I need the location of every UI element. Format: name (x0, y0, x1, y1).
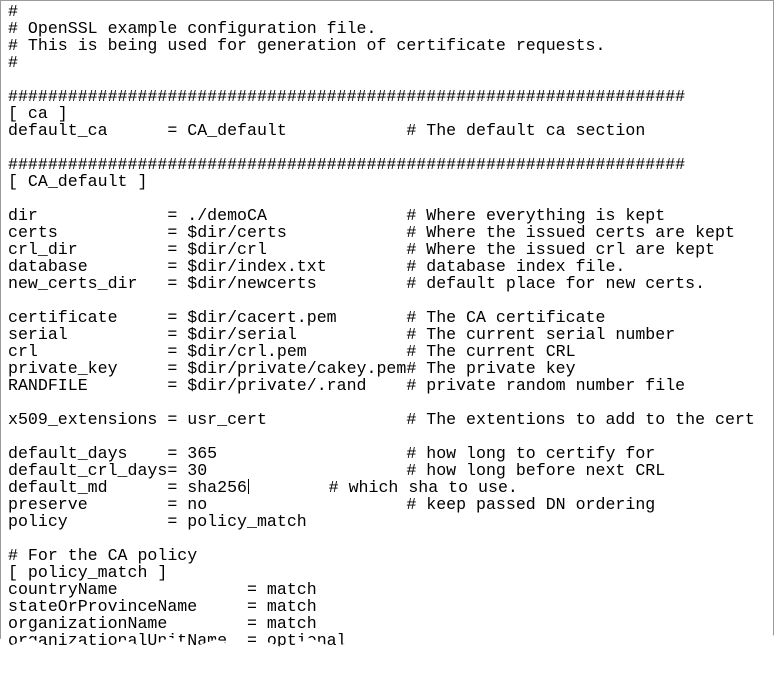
text-cursor (248, 479, 249, 494)
text-line: # (8, 53, 18, 72)
text-line: default_crl_days= 30 # how long before n… (8, 461, 666, 480)
text-line: dir = ./demoCA # Where everything is kep… (8, 206, 666, 225)
text-line: serial = $dir/serial # The current seria… (8, 325, 676, 344)
text-line (8, 428, 755, 445)
text-line: crl = $dir/crl.pem # The current CRL (8, 342, 576, 361)
config-text[interactable]: ## OpenSSL example configuration file.# … (8, 3, 755, 649)
text-line: ########################################… (8, 87, 686, 106)
text-line (8, 190, 755, 207)
text-line: organizationName = match (8, 614, 317, 633)
text-line: policy = policy_match (8, 512, 307, 531)
text-line: private_key = $dir/private/cakey.pem# Th… (8, 359, 576, 378)
text-line: x509_extensions = usr_cert # The extenti… (8, 410, 755, 429)
text-line: # OpenSSL example configuration file. (8, 19, 377, 38)
text-line: # This is being used for generation of c… (8, 36, 606, 55)
text-line (8, 394, 755, 411)
text-line: default_md = sha256 # which sha to use. (8, 478, 518, 497)
text-line: default_days = 365 # how long to certify… (8, 444, 656, 463)
text-line: certificate = $dir/cacert.pem # The CA c… (8, 308, 606, 327)
text-line: stateOrProvinceName = match (8, 597, 317, 616)
text-line: organizationalUnitName = optional (8, 631, 347, 650)
text-line (8, 71, 755, 88)
text-line: default_ca = CA_default # The default ca… (8, 121, 646, 140)
text-line (8, 530, 755, 547)
text-line: new_certs_dir = $dir/newcerts # default … (8, 274, 706, 293)
text-line (8, 139, 755, 156)
document-sheet: ## OpenSSL example configuration file.# … (0, 0, 774, 652)
text-line: ########################################… (8, 155, 686, 174)
text-line (8, 292, 755, 309)
text-line: countryName = match (8, 580, 317, 599)
text-line: [ CA_default ] (8, 172, 148, 191)
text-line: RANDFILE = $dir/private/.rand # private … (8, 376, 686, 395)
text-line: # For the CA policy (8, 546, 198, 565)
text-line: [ ca ] (8, 104, 68, 123)
text-line: database = $dir/index.txt # database ind… (8, 257, 626, 276)
inline-comment: # which sha to use. (249, 478, 518, 497)
text-line: certs = $dir/certs # Where the issued ce… (8, 223, 735, 242)
text-line: [ policy_match ] (8, 563, 168, 582)
text-line: # (8, 2, 18, 21)
text-line: crl_dir = $dir/crl # Where the issued cr… (8, 240, 716, 259)
text-line: preserve = no # keep passed DN ordering (8, 495, 656, 514)
